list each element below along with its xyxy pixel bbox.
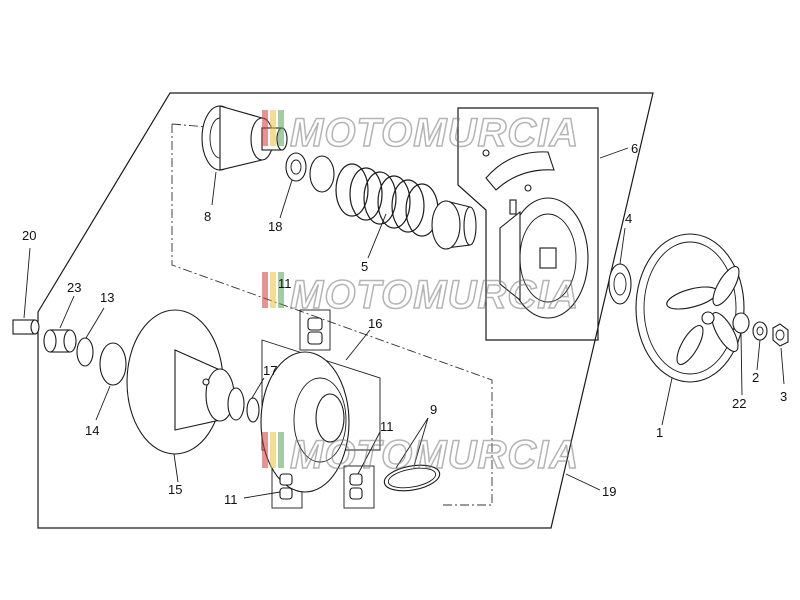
insert-box-right — [343, 465, 375, 509]
label-part-20: 20 — [22, 228, 36, 243]
spring-cup-part — [431, 200, 477, 250]
clutch-bell-part — [635, 233, 745, 383]
ring-14 — [99, 342, 127, 386]
clutch-part — [482, 149, 589, 319]
label-part-2: 2 — [752, 370, 759, 385]
label-part-14: 14 — [85, 423, 99, 438]
label-part-3: 3 — [780, 389, 787, 404]
bearing-part — [285, 152, 307, 182]
watermark-middle: MOTOMURCIA — [262, 272, 579, 318]
leader-lines — [23, 147, 785, 499]
spring-part — [335, 163, 439, 237]
assembly-outline — [37, 92, 654, 529]
watermark-text-middle: MOTOMURCIA — [290, 273, 579, 317]
watermark-text-top: MOTOMURCIA — [290, 111, 579, 155]
label-part-11-left: 11 — [224, 492, 238, 507]
label-part-22: 22 — [732, 396, 746, 411]
label-part-18: 18 — [268, 219, 282, 234]
watermark-text-bottom: MOTOMURCIA — [290, 433, 579, 477]
label-part-17: 17 — [263, 363, 277, 378]
watermark-top: MOTOMURCIA — [262, 110, 579, 156]
o-ring-17 — [246, 397, 260, 423]
part-labels: 1 2 3 4 5 6 8 9 11 11 11 13 14 15 16 17 … — [22, 141, 787, 507]
washer-part — [608, 263, 632, 305]
label-part-19: 19 — [602, 484, 616, 499]
label-part-15: 15 — [168, 482, 182, 497]
label-part-5: 5 — [361, 259, 368, 274]
label-part-4: 4 — [625, 211, 632, 226]
label-part-13: 13 — [100, 290, 114, 305]
fixed-pulley-part — [126, 309, 245, 455]
label-part-16: 16 — [368, 316, 382, 331]
bushing-part — [12, 319, 40, 335]
label-part-8: 8 — [204, 209, 211, 224]
belt-ring-part — [383, 464, 441, 492]
ring-13 — [76, 337, 94, 367]
watermark-bottom: MOTOMURCIA — [262, 432, 579, 478]
label-part-11-right: 11 — [380, 419, 394, 434]
insert-box-top — [299, 309, 331, 351]
label-part-23: 23 — [67, 280, 81, 295]
o-ring — [309, 155, 335, 193]
label-part-11-top: 11 — [278, 276, 292, 291]
clutch-box — [457, 107, 599, 341]
needle-bearing-part — [43, 329, 77, 353]
slider-parts — [279, 317, 363, 500]
label-part-9: 9 — [430, 402, 437, 417]
label-part-1: 1 — [656, 425, 663, 440]
label-part-6: 6 — [631, 141, 638, 156]
